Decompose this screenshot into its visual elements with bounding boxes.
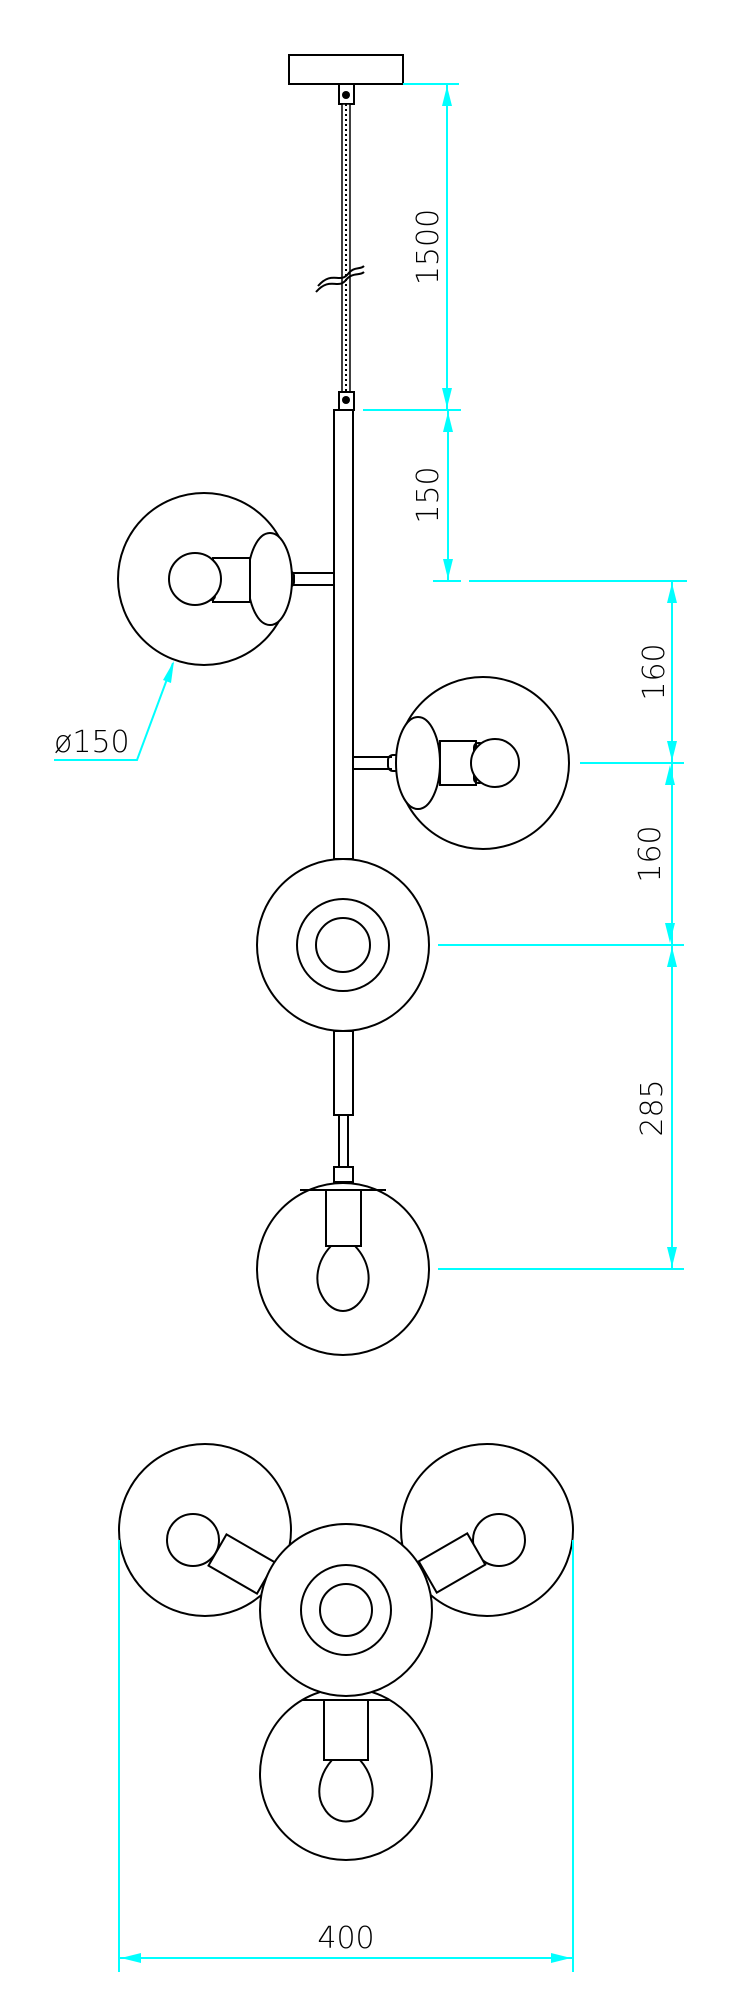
dim-overall-width: 400 [317,1921,374,1956]
top-view [118,1443,574,1861]
clamp-screw-icon [342,396,350,404]
dim-center-to-bottom: 285 [635,1079,670,1136]
top-dimensions: 400 [118,1540,574,1972]
top-bottom-globe [259,1687,433,1861]
dim-rod-to-arm: 150 [411,466,446,523]
lower-rod [333,1030,354,1116]
suspension-cord [341,103,351,393]
cord-break-symbol-line [317,265,365,287]
dim-arm1-to-arm2: 160 [637,643,672,700]
dim-arm2-to-center: 160 [633,825,668,882]
top-left-globe [118,1443,292,1617]
left-globe [117,492,334,666]
top-right-globe [400,1443,574,1617]
center-globe [256,858,430,1032]
ceiling-canopy [288,54,404,85]
clamp-screw-icon [342,91,350,99]
top-center-globe [259,1523,433,1697]
side-dimensions: 1500 150 160 160 285 ø150 [54,83,687,1270]
bottom-connector [333,1166,354,1183]
dim-cord-length: 1500 [411,209,446,285]
cord-break-symbol [315,271,365,293]
side-view [117,54,570,1356]
dim-globe-diameter: ø150 [54,725,130,760]
bottom-globe [256,1182,430,1356]
right-globe [353,676,570,850]
main-rod [333,409,354,860]
lower-stem [338,1114,349,1168]
